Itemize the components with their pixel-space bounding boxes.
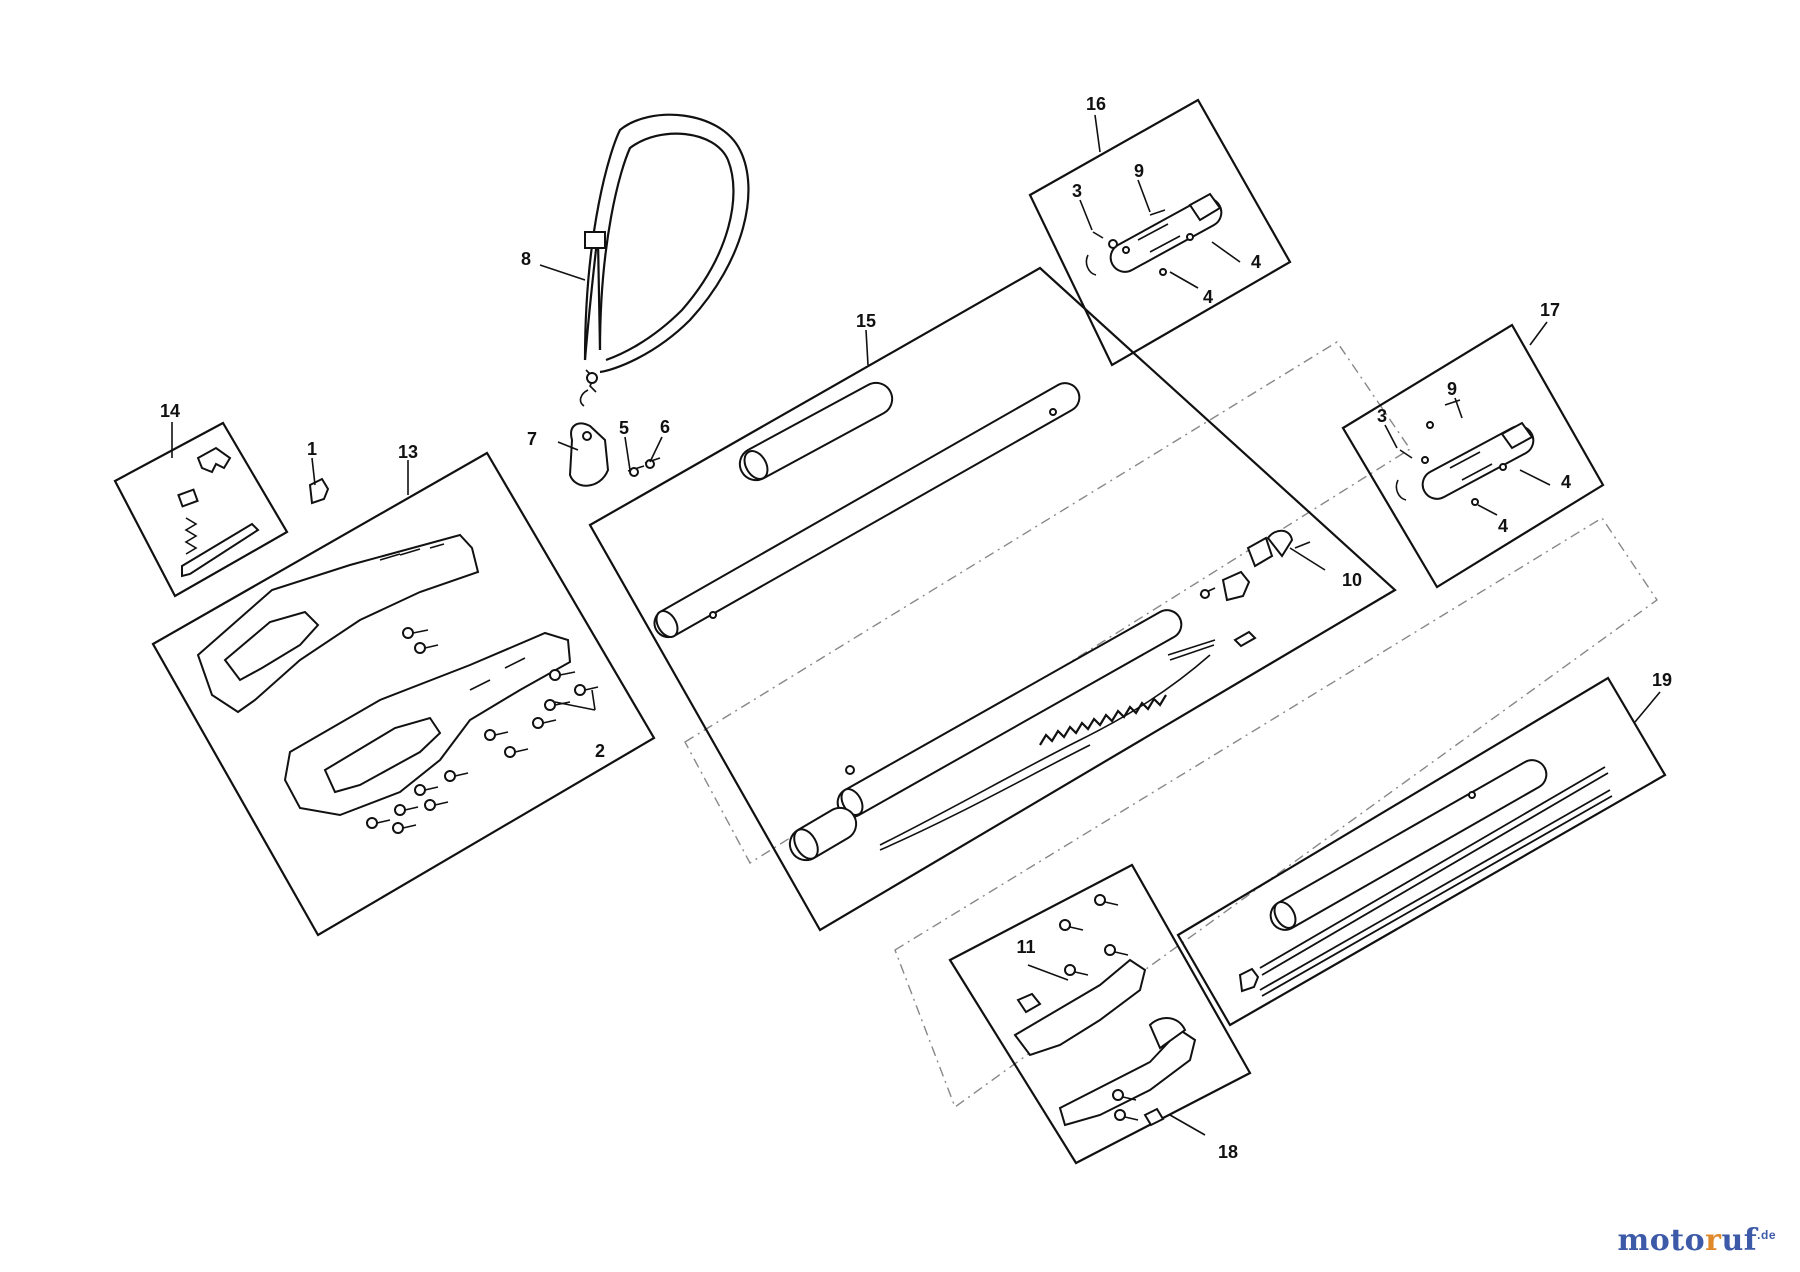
callout-6: 6 [660,417,670,437]
callout-4-box17-upper: 4 [1561,472,1571,492]
part-1-small-clip [308,477,330,505]
part-8-shoulder-strap [579,113,750,407]
callout-4-box16-upper: 4 [1251,252,1261,272]
box-18-lower-housing [948,863,1252,1165]
logo-part-c: uf [1721,1223,1758,1258]
logo-part-b: r [1705,1223,1722,1258]
callout-13: 13 [398,442,418,462]
callout-5: 5 [619,418,629,438]
callout-9-box16: 9 [1134,161,1144,181]
part-6-screw [644,457,661,469]
callout-labels: 1 2 3 3 4 4 4 4 5 6 7 8 9 9 10 11 13 14 … [160,94,1672,1162]
callout-4-box16-lower: 4 [1203,287,1213,307]
housing-screws [1059,894,1139,1121]
callout-19: 19 [1652,670,1672,690]
logo-part-a: moto [1617,1223,1706,1258]
motoruf-watermark-logo: motoruf.de [1618,1223,1777,1258]
callout-14: 14 [160,401,180,421]
callout-16: 16 [1086,94,1106,114]
handle-screws [366,627,599,834]
box-13-handle-housing [151,451,656,937]
trigger-lever-part [196,446,232,474]
part-7-strap-clamp [568,422,610,487]
callout-15: 15 [856,311,876,331]
logo-suffix: .de [1757,1228,1776,1242]
box-17-coupling [1341,323,1605,589]
assembly-outline-shaft-head [684,341,1411,864]
callout-8: 8 [521,249,531,269]
box-16-coupling [1028,98,1292,367]
box-19-lower-shaft [1176,676,1667,1027]
switch-part [177,488,199,508]
callout-7: 7 [527,429,537,449]
callout-3-box17: 3 [1377,406,1387,426]
box-15-shaft-assembly [588,266,1397,932]
callout-3-box16: 3 [1072,181,1082,201]
assembly-outline-lower-shaft [894,517,1658,1109]
part-5-screw [627,465,645,477]
leader-lines [171,114,1661,1136]
callout-9-box17: 9 [1447,379,1457,399]
callout-2: 2 [595,741,605,761]
callout-1: 1 [307,439,317,459]
box-14-trigger-kit [113,421,289,598]
callout-10: 10 [1342,570,1362,590]
callout-11: 11 [1016,937,1035,957]
lever-rod-part [181,522,260,578]
callout-4-box17-lower: 4 [1498,516,1508,536]
callout-18: 18 [1218,1142,1238,1162]
callout-17: 17 [1540,300,1560,320]
spring-part [184,517,198,555]
